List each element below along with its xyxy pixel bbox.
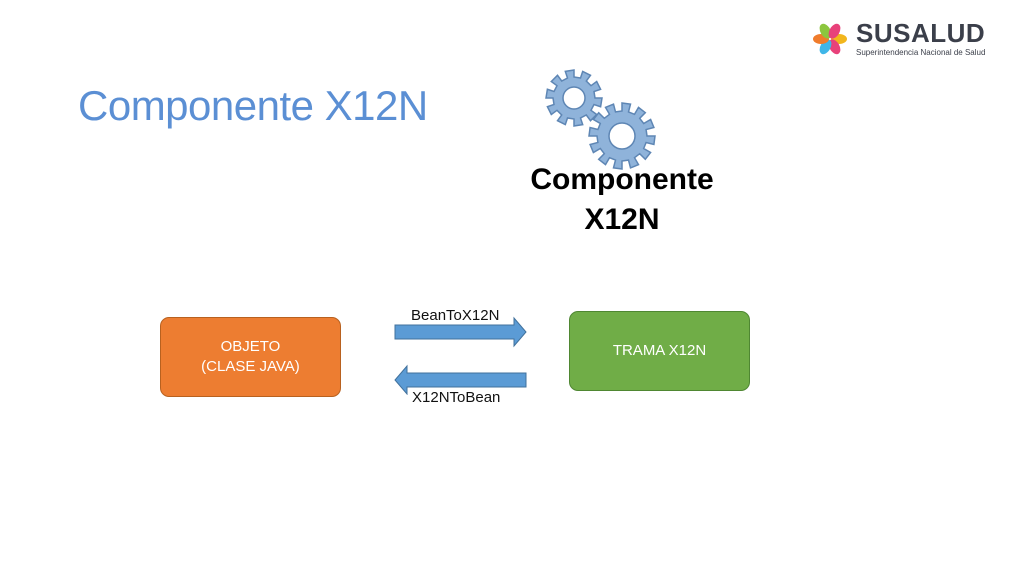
slide-title: Componente X12N (78, 82, 428, 129)
logo-petal (828, 23, 841, 39)
x12n-frame-box: TRAMA X12N (569, 311, 750, 391)
susalud-logo-icon (813, 23, 847, 55)
conversion-arrows (394, 316, 527, 395)
component-label: Componente X12N (500, 160, 744, 240)
component-label-line1: Componente (530, 163, 714, 196)
gear-large-icon (588, 102, 656, 170)
arrow-right-icon (394, 316, 527, 348)
x12n-to-bean-label: X12NToBean (412, 389, 501, 406)
gear-small-icon (545, 69, 603, 127)
logo-subtitle: Superintendencia Nacional de Salud (856, 48, 986, 57)
arrow-left-icon (394, 364, 527, 395)
object-java-box: OBJETO (CLASE JAVA) (160, 317, 341, 397)
logo-name: SUSALUD (856, 18, 986, 48)
logo-petal (828, 39, 841, 55)
gears-icon (545, 69, 656, 170)
logo-petal (819, 23, 832, 39)
bean-to-x12n-label: BeanToX12N (411, 307, 500, 324)
component-label-line2: X12N (584, 203, 660, 236)
object-java-label: OBJETO (CLASE JAVA) (201, 338, 300, 375)
x12n-frame-label: TRAMA X12N (612, 342, 707, 359)
